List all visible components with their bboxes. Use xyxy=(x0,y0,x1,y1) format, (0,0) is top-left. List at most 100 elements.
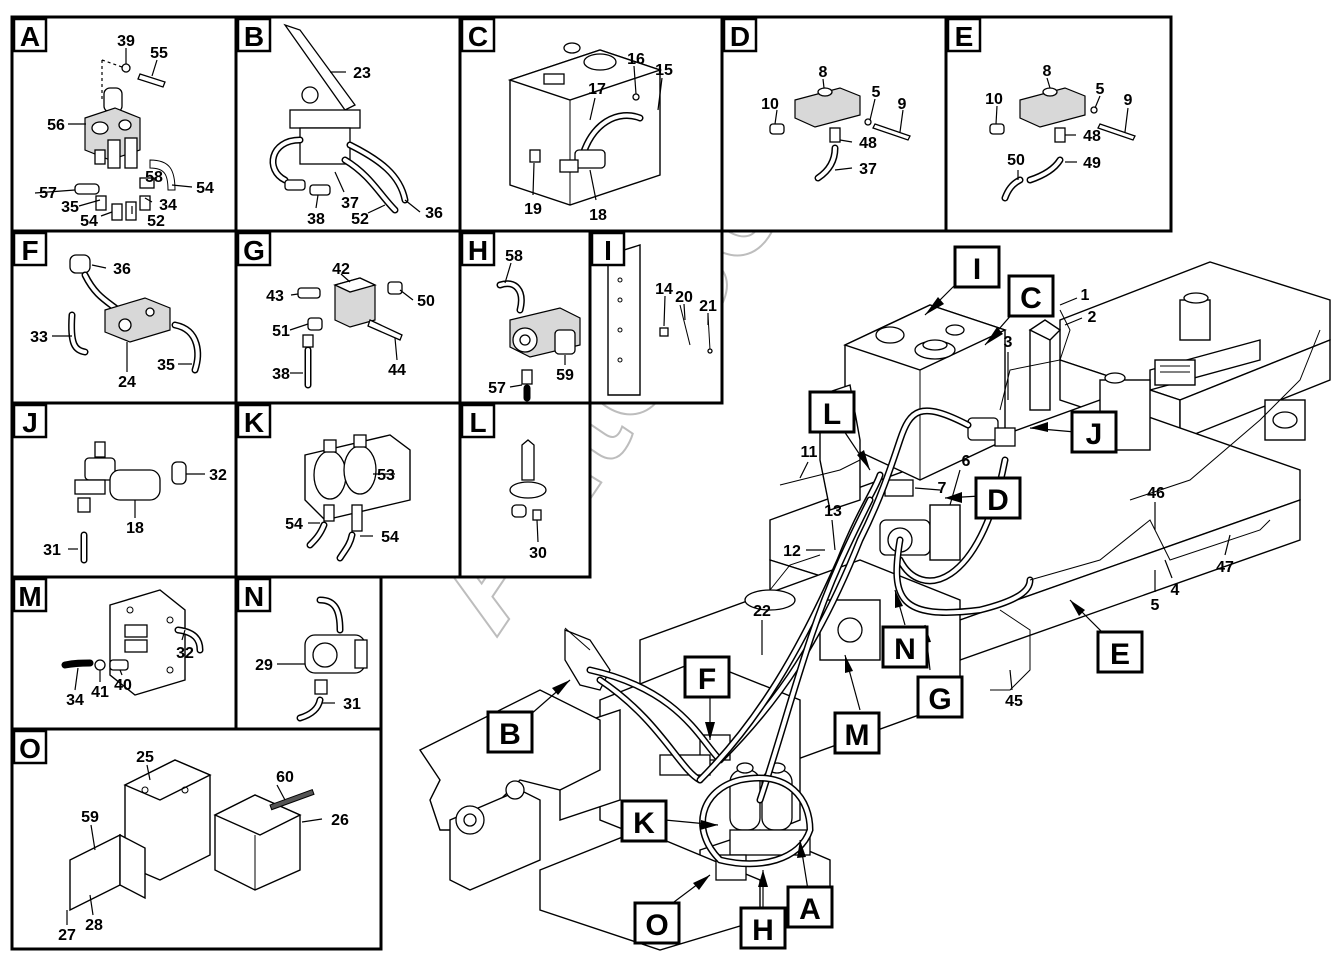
callout-l: L xyxy=(808,390,856,434)
svg-text:I: I xyxy=(973,253,981,286)
part-number: 7 xyxy=(938,480,947,497)
svg-text:H: H xyxy=(468,235,488,266)
svg-text:M: M xyxy=(845,719,870,752)
svg-text:G: G xyxy=(928,683,951,716)
panel-j-letter: J xyxy=(12,403,48,439)
callout-h: H xyxy=(739,906,787,950)
svg-text:C: C xyxy=(1020,282,1042,315)
panel-letters: A B C D E F G H I J K L M N O xyxy=(12,17,982,765)
part-number: 8 xyxy=(1043,63,1052,80)
part-number: 5 xyxy=(872,84,881,101)
part-number: 58 xyxy=(145,169,163,186)
svg-text:J: J xyxy=(1086,418,1103,451)
callout-g: G xyxy=(916,675,964,719)
panel-e-letter: E xyxy=(946,17,982,53)
panel-m-drawing xyxy=(61,589,204,696)
panel-f-letter: F xyxy=(12,231,48,267)
panel-c-letter: C xyxy=(460,17,496,53)
panel-k-drawing xyxy=(304,434,411,562)
svg-text:L: L xyxy=(823,398,841,431)
part-number: 28 xyxy=(85,917,103,934)
panel-n-drawing xyxy=(296,596,368,722)
svg-text:E: E xyxy=(955,21,974,52)
panel-h-letter: H xyxy=(460,231,496,267)
callout-f: F xyxy=(683,655,731,699)
part-number: 54 xyxy=(285,516,303,533)
panel-i-letter: I xyxy=(590,231,626,267)
part-number: 45 xyxy=(1005,693,1023,710)
part-number: 47 xyxy=(1216,559,1234,576)
panel-k-letter: K xyxy=(236,403,272,439)
main-part-numbers: 1 2 3 6 7 11 13 12 22 46 4 5 47 45 xyxy=(753,287,1234,710)
panel-o-drawing xyxy=(69,759,315,912)
part-number: 46 xyxy=(1147,485,1165,502)
main-number-leaders xyxy=(761,297,1231,691)
part-number: 55 xyxy=(150,45,168,62)
panel-d-drawing xyxy=(769,87,911,182)
part-number: 59 xyxy=(81,809,99,826)
part-number: 42 xyxy=(332,261,350,278)
part-number: 1 xyxy=(1081,287,1090,304)
part-number: 40 xyxy=(114,677,132,694)
part-number: 41 xyxy=(91,684,109,701)
part-number: 57 xyxy=(488,380,506,397)
panel-i-drawing xyxy=(607,244,713,396)
part-number: 9 xyxy=(1124,92,1133,109)
part-number: 24 xyxy=(118,374,136,391)
svg-text:D: D xyxy=(730,21,750,52)
panel-h-drawing xyxy=(496,280,581,402)
svg-text:K: K xyxy=(633,807,655,840)
part-number: 38 xyxy=(307,211,325,228)
part-number: 11 xyxy=(801,444,818,461)
svg-text:A: A xyxy=(20,21,40,52)
callout-j: J xyxy=(1070,410,1118,454)
svg-text:B: B xyxy=(244,21,264,52)
part-number: 33 xyxy=(30,329,48,346)
part-number: 5 xyxy=(1096,81,1105,98)
panel-l-drawing xyxy=(509,439,547,521)
svg-text:C: C xyxy=(468,21,488,52)
part-number: 14 xyxy=(655,281,673,298)
svg-text:N: N xyxy=(244,581,264,612)
part-number: 6 xyxy=(962,453,971,470)
part-number: 56 xyxy=(47,117,65,134)
part-number: 53 xyxy=(377,467,395,484)
part-number: 51 xyxy=(272,323,290,340)
svg-text:H: H xyxy=(752,914,774,947)
panel-number-leaders xyxy=(34,48,1129,925)
part-number: 12 xyxy=(783,543,801,560)
part-number: 20 xyxy=(675,289,693,306)
svg-text:F: F xyxy=(698,663,716,696)
panel-a-drawing xyxy=(74,59,176,221)
part-number: 10 xyxy=(985,91,1003,108)
part-number: 38 xyxy=(272,366,290,383)
part-number: 36 xyxy=(113,261,131,278)
part-number: 8 xyxy=(819,64,828,81)
panel-frames xyxy=(10,15,1173,951)
part-number: 54 xyxy=(381,529,399,546)
part-number: 50 xyxy=(417,293,435,310)
part-number: 31 xyxy=(43,542,61,559)
part-number: 35 xyxy=(61,199,79,216)
part-number: 43 xyxy=(266,288,284,305)
part-number: 35 xyxy=(157,357,175,374)
svg-text:O: O xyxy=(645,909,668,942)
part-number: 59 xyxy=(556,367,574,384)
part-number: 15 xyxy=(655,62,673,79)
panel-e-drawing xyxy=(989,87,1136,202)
part-number: 29 xyxy=(255,657,273,674)
part-number: 3 xyxy=(1004,334,1013,351)
svg-text:O: O xyxy=(19,733,41,764)
panel-d-letter: D xyxy=(722,17,758,53)
svg-text:A: A xyxy=(799,893,821,926)
part-number: 16 xyxy=(627,51,645,68)
part-number: 19 xyxy=(524,201,542,218)
part-number: 9 xyxy=(898,96,907,113)
part-number: 44 xyxy=(388,362,406,379)
callout-e: E xyxy=(1096,630,1144,674)
part-number: 36 xyxy=(425,205,443,222)
svg-text:G: G xyxy=(243,235,265,266)
part-number: 18 xyxy=(126,520,144,537)
callout-d: D xyxy=(974,476,1022,520)
